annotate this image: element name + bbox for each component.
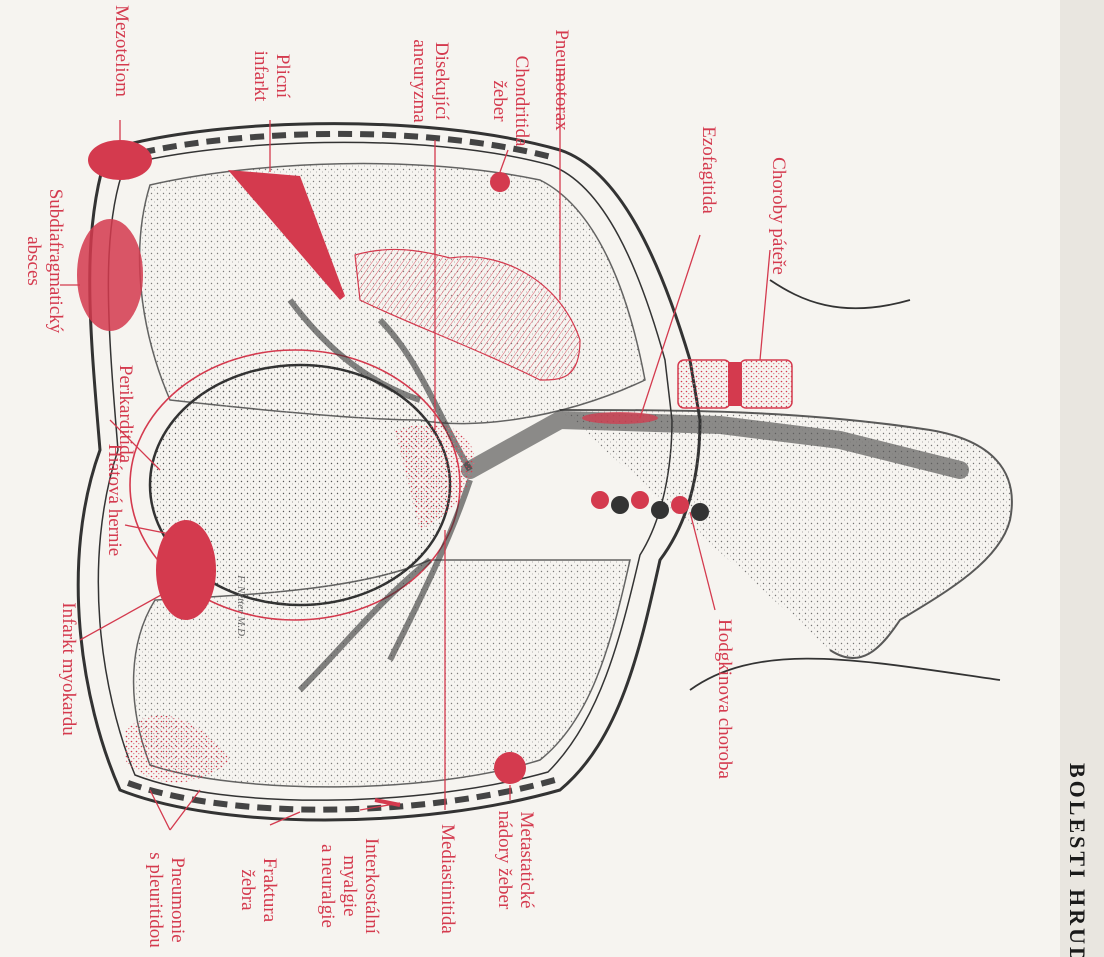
- label-chondritida: Chondritida žeber: [488, 46, 532, 156]
- label-infarkt-myokardu: Infarkt myokardu: [57, 589, 79, 749]
- label-pneumonie: Pneumonie s pleuritidou: [144, 835, 188, 957]
- label-ezofagitida: Ezofagitida: [697, 115, 719, 225]
- label-hiatova-hernie: Hiátová hernie: [103, 430, 125, 570]
- page-header-fragment: BOLESTI HRUDNÍ: [1062, 763, 1088, 957]
- rib-chondritis: [490, 172, 510, 192]
- vertebra-2: [740, 360, 792, 408]
- label-subdiafragmaticky-absces: Subdiafragmatický absces: [22, 176, 66, 346]
- vertebra-disc: [728, 362, 742, 406]
- illustrator-signature: F. Netter M.D.: [238, 557, 252, 657]
- label-mediastinitida: Mediastinitida: [436, 809, 458, 949]
- label-metastaticke-nadory: Metastatické nádory žeber: [493, 795, 537, 925]
- vertebra-1: [678, 360, 730, 408]
- label-plicni-infarkt: Plicní infarkt: [249, 31, 293, 121]
- label-interkostalni: Interkostální myalgie a neuralgie: [316, 821, 382, 951]
- mesothelioma: [88, 140, 152, 180]
- esophagitis: [582, 412, 658, 424]
- subdiaphragmatic-abscess: [78, 220, 142, 330]
- myocardial-infarct: [156, 520, 216, 620]
- rib-metastasis: [494, 752, 526, 784]
- label-choroby-patere: Choroby páteře: [767, 146, 789, 286]
- label-disekujici-aneuryzma: Disekující aneuryzma: [408, 26, 452, 136]
- label-pneumotorax: Pneumotorax: [550, 20, 572, 140]
- label-mezoteliom: Mezoteliom: [110, 3, 132, 99]
- label-fraktura-zebra: Fraktura žebra: [236, 845, 280, 935]
- label-hodgkinova-choroba: Hodgkinova choroba: [713, 609, 735, 789]
